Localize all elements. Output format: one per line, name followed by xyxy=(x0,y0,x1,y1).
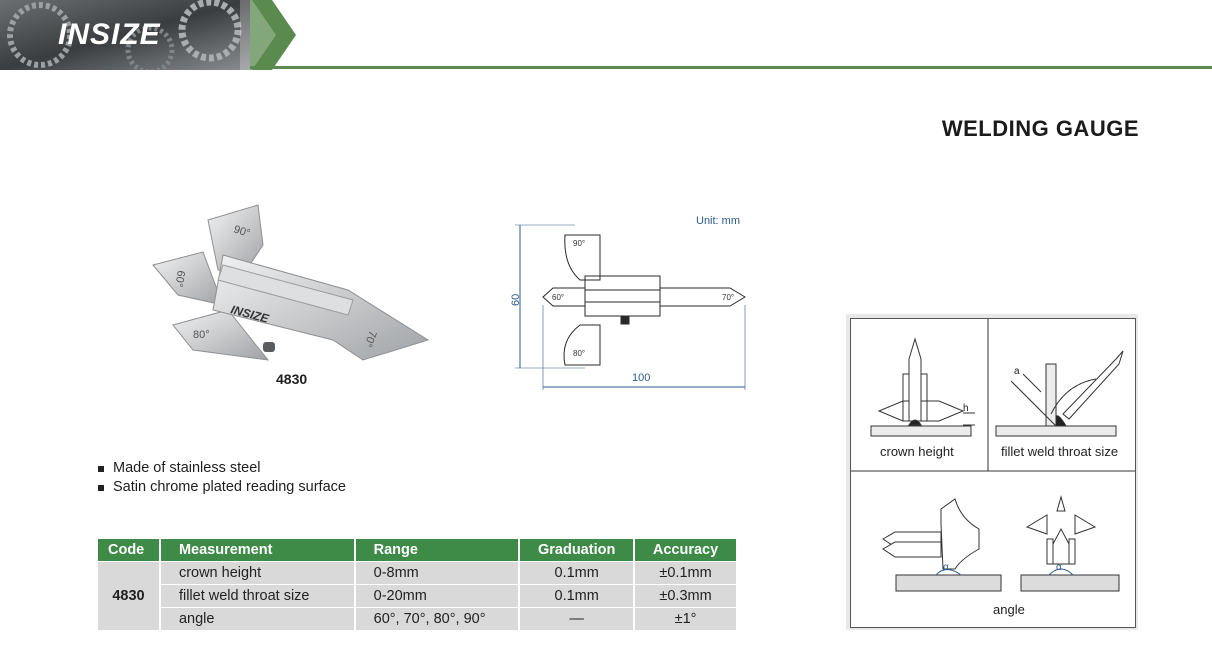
usage-panel: crown height fillet weld throat size ang… xyxy=(850,318,1136,628)
drawing-angle-60: 60° xyxy=(552,293,564,302)
photo-label-60: 60° xyxy=(172,269,187,287)
brand-logo: INSIZE xyxy=(58,18,161,51)
header-measurement: Measurement xyxy=(159,539,356,562)
range-cell: 60°, 70°, 80°, 90° xyxy=(354,607,521,630)
table-row: angle 60°, 70°, 80°, 90° — ±1° xyxy=(98,607,738,630)
header-accuracy: Accuracy xyxy=(634,539,738,562)
accuracy-cell: ±0.1mm xyxy=(634,561,738,585)
code-cell: 4830 xyxy=(98,561,161,630)
graduation-cell: — xyxy=(519,607,636,630)
accuracy-cell: ±1° xyxy=(634,607,738,630)
unit-label: Unit: mm xyxy=(696,215,740,227)
header-graduation: Graduation xyxy=(519,539,636,562)
drawing-angle-80: 80° xyxy=(573,349,585,358)
measurement-cell: crown height xyxy=(159,561,356,585)
usage-symbol-alpha-right: α xyxy=(1056,562,1062,573)
measurement-cell: fillet weld throat size xyxy=(159,584,356,608)
feature-item: Satin chrome plated reading surface xyxy=(98,478,346,497)
technical-drawing: 60 100 90° 60° 70° 80° xyxy=(510,224,746,390)
drawing-angle-70: 70° xyxy=(722,293,734,302)
feature-list: Made of stainless steel Satin chrome pla… xyxy=(98,459,346,497)
feature-text: Satin chrome plated reading surface xyxy=(113,479,346,495)
feature-text: Made of stainless steel xyxy=(113,460,261,476)
bullet-icon xyxy=(98,484,104,491)
page-title: WELDING GAUGE xyxy=(941,116,1139,141)
usage-illustrations xyxy=(851,319,1135,592)
range-cell: 0-8mm xyxy=(354,561,521,585)
header-range: Range xyxy=(354,539,521,562)
page-header: INSIZE xyxy=(0,0,1212,70)
graduation-cell: 0.1mm xyxy=(519,561,636,585)
usage-label-angle: angle xyxy=(993,602,1025,617)
feature-item: Made of stainless steel xyxy=(98,459,346,478)
drawing-dim-height: 60 xyxy=(510,294,522,306)
bullet-icon xyxy=(98,465,104,472)
brand-banner xyxy=(0,0,296,70)
accuracy-cell: ±0.3mm xyxy=(634,584,738,608)
table-header-row: Code Measurement Range Graduation Accura… xyxy=(98,539,738,562)
usage-label-crown-height: crown height xyxy=(880,444,954,459)
graduation-cell: 0.1mm xyxy=(519,584,636,608)
header-code: Code xyxy=(98,539,161,562)
usage-diagram: crown height fillet weld throat size ang… xyxy=(846,314,1138,630)
photo-label-70: 70° xyxy=(361,329,378,349)
range-cell: 0-20mm xyxy=(354,584,521,608)
photo-label-90: 90° xyxy=(232,223,252,240)
spec-table: Code Measurement Range Graduation Accura… xyxy=(98,539,738,630)
usage-symbol-alpha-left: α xyxy=(943,562,949,573)
usage-label-fillet-weld: fillet weld throat size xyxy=(1001,444,1119,459)
header-divider xyxy=(250,66,1212,69)
product-code-label: 4830 xyxy=(276,371,308,387)
drawing-dim-width: 100 xyxy=(632,372,650,384)
drawing-angle-90: 90° xyxy=(573,239,585,248)
table-row: fillet weld throat size 0-20mm 0.1mm ±0.… xyxy=(98,584,738,608)
usage-symbol-h: h xyxy=(963,403,969,414)
table-row: 4830 crown height 0-8mm 0.1mm ±0.1mm xyxy=(98,561,738,630)
photo-label-80: 80° xyxy=(193,329,210,341)
product-photo: 90° 60° 80° 70° INSIZE xyxy=(152,204,430,361)
measurement-cell: angle xyxy=(159,607,356,630)
usage-symbol-a: a xyxy=(1014,366,1020,377)
